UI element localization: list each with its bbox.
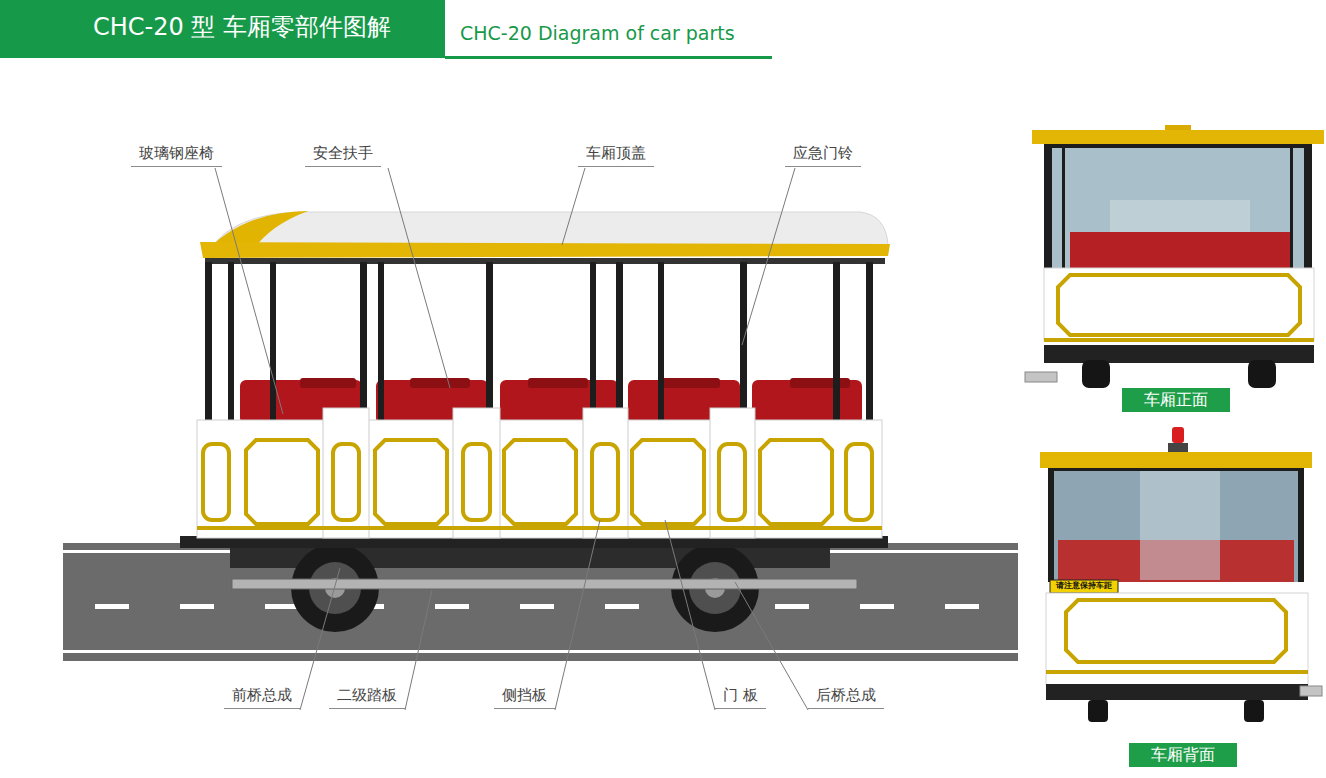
part-label: 应急门铃 xyxy=(785,145,861,167)
title-text: CHC-20 型 车厢零部件图解 xyxy=(93,14,391,42)
part-label: 前桥总成 xyxy=(224,687,300,709)
carriage-side xyxy=(180,211,890,632)
caption-box: 车厢背面 xyxy=(1129,743,1237,767)
leader-lines xyxy=(215,168,808,710)
part-label: 门 板 xyxy=(715,687,766,709)
title-rule xyxy=(445,56,772,59)
rear-view xyxy=(1040,427,1322,722)
title-banner xyxy=(0,0,445,58)
front-view xyxy=(1025,125,1324,388)
part-label: 安全扶手 xyxy=(305,145,381,167)
sign-text: 请注意保持车距 xyxy=(1056,581,1112,591)
caption-box: 车厢正面 xyxy=(1122,388,1230,412)
subtitle-text: CHC-20 Diagram of car parts xyxy=(460,23,735,45)
part-label: 车厢顶盖 xyxy=(578,145,654,167)
part-label: 侧挡板 xyxy=(494,687,555,709)
caption-text: 车厢背面 xyxy=(1151,745,1215,764)
caption-text: 车厢正面 xyxy=(1144,390,1208,409)
road xyxy=(63,543,1018,661)
part-label: 后桥总成 xyxy=(808,687,884,709)
part-label: 二级踏板 xyxy=(329,687,405,709)
part-label: 玻璃钢座椅 xyxy=(131,145,222,167)
